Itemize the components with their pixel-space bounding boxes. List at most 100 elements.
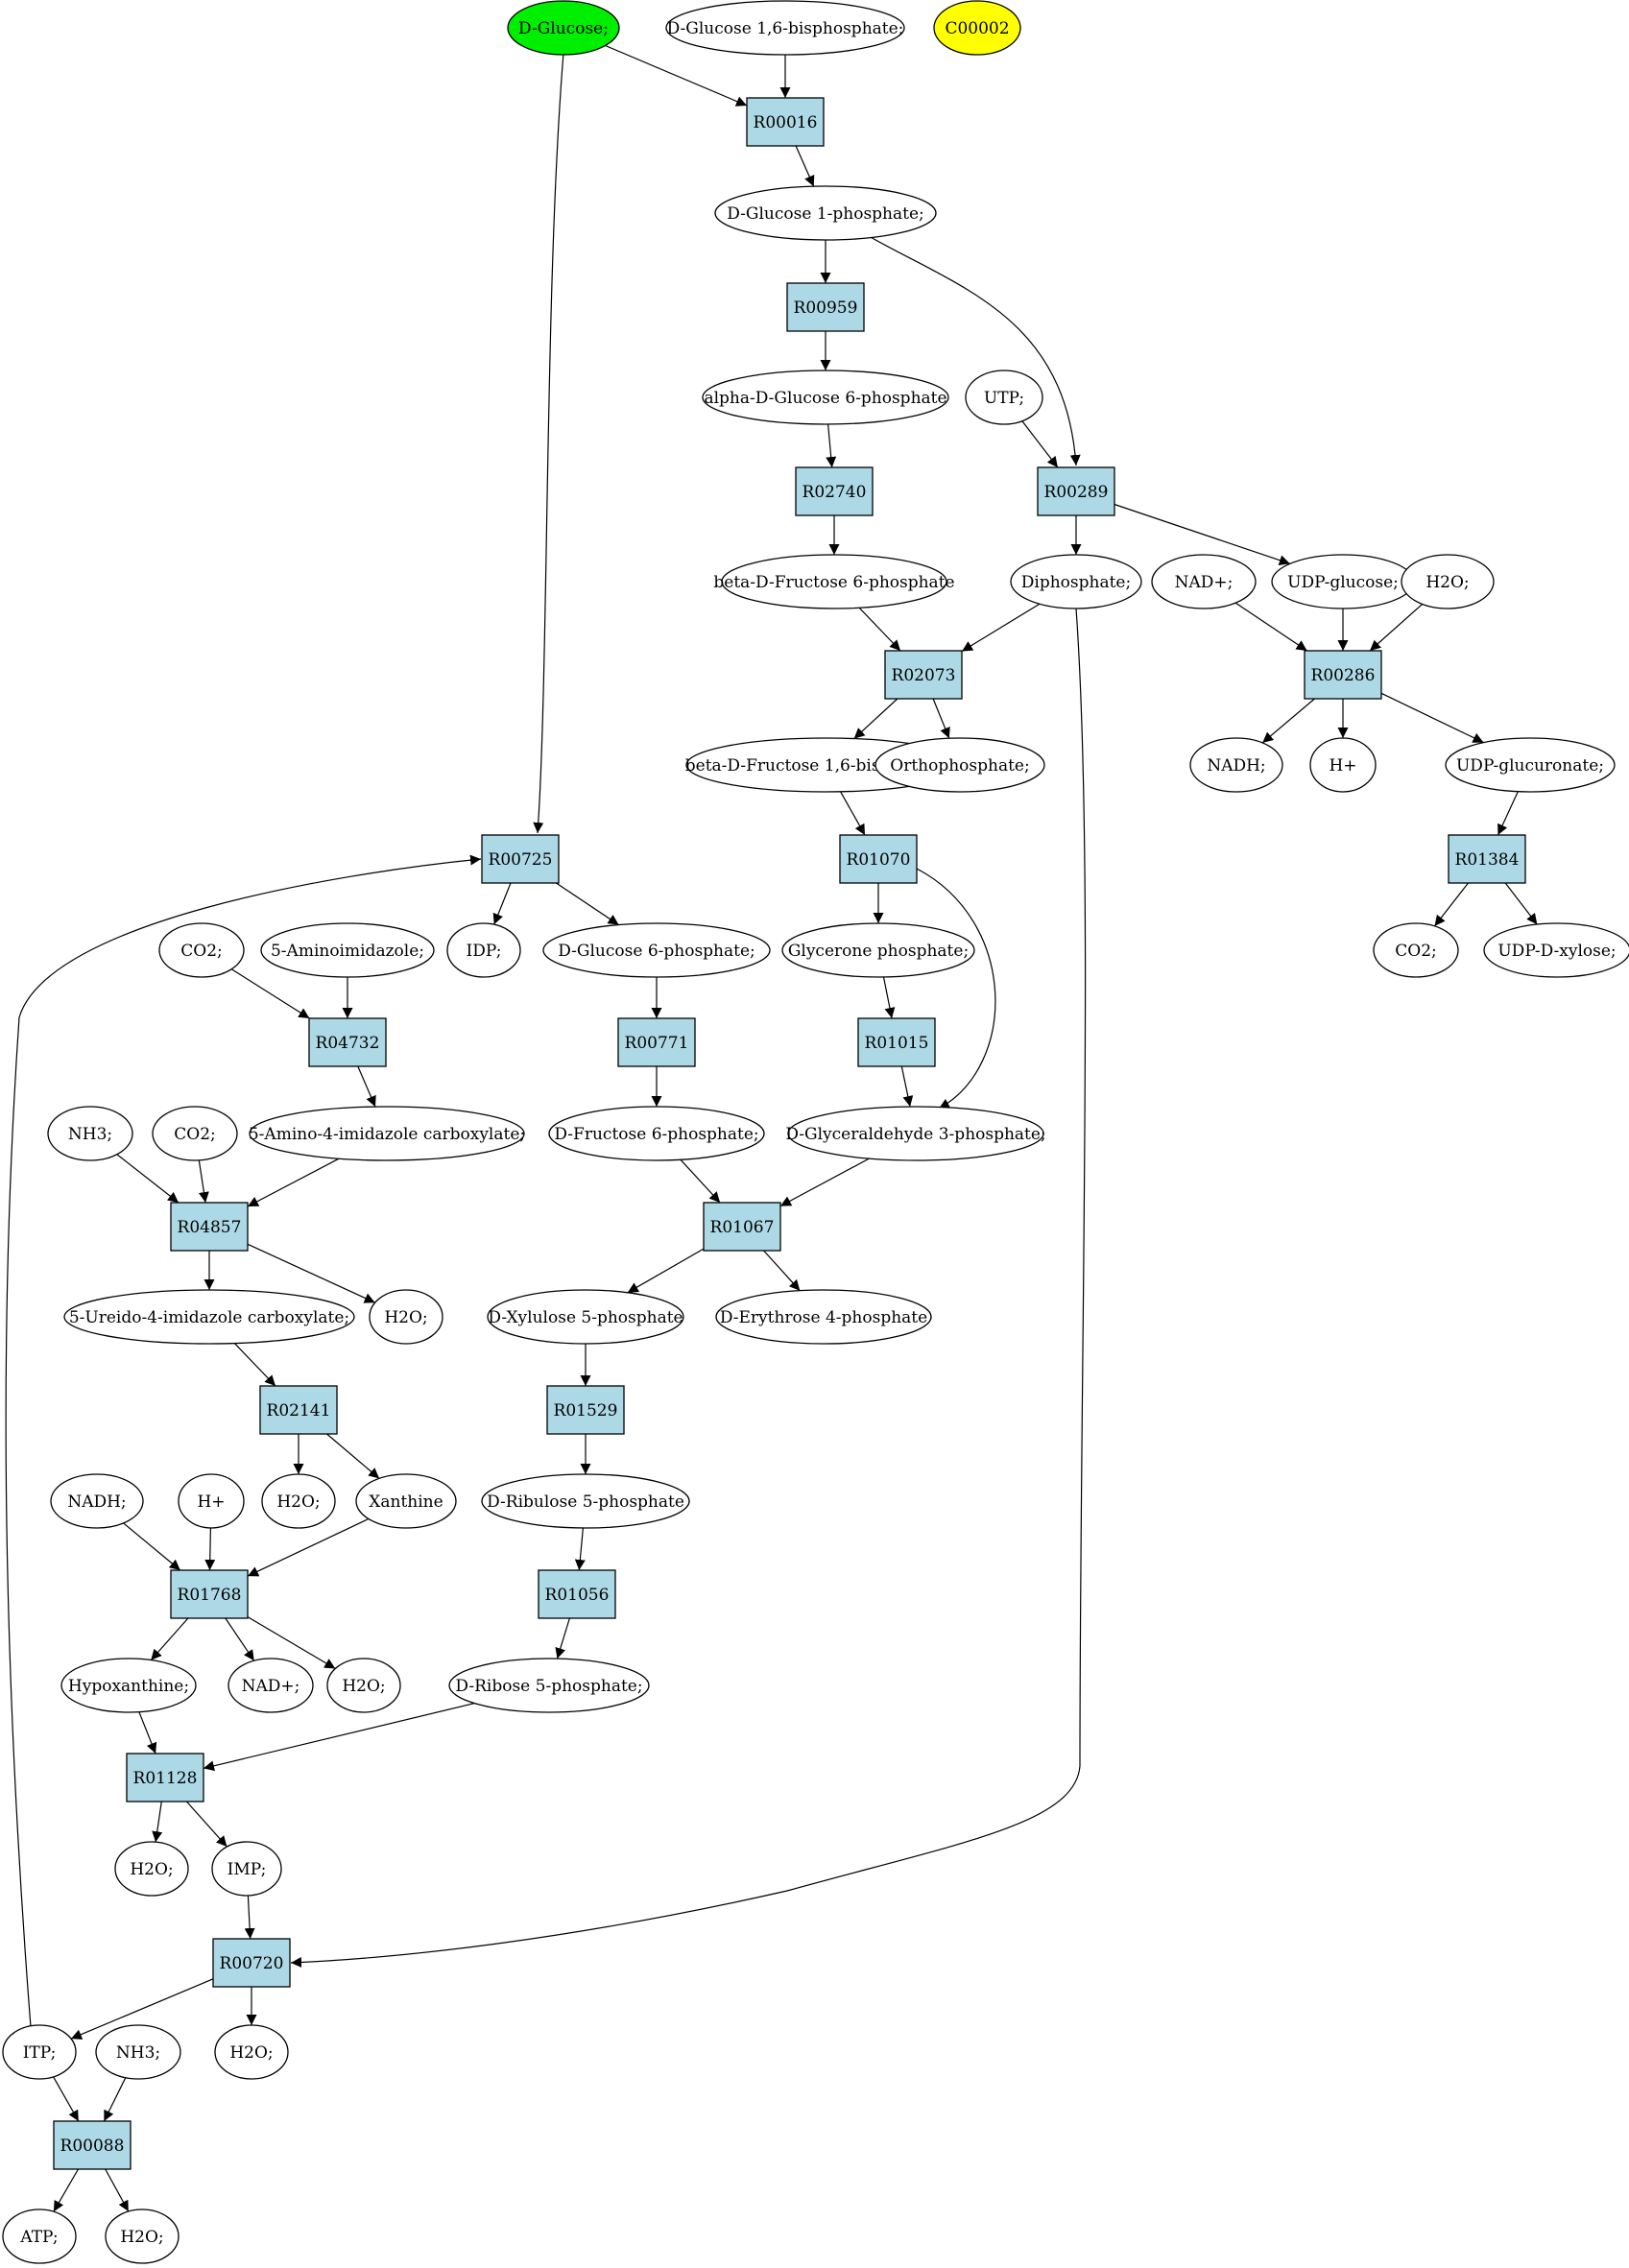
- reaction-node-r01768[interactable]: R01768: [170, 1569, 249, 1619]
- edge-layer: [5, 44, 1538, 2212]
- compound-node-itp[interactable]: ITP;: [2, 2024, 77, 2080]
- compound-node-udpgl[interactable]: UDP-glucuronate;: [1445, 737, 1616, 793]
- node-label: R00289: [1044, 483, 1109, 502]
- compound-node-uica[interactable]: 5-Ureido-4-imidazole carboxylate;: [63, 1289, 355, 1345]
- compound-ellipse: [933, 0, 1021, 56]
- edge-gap-to-r01015: [882, 976, 896, 1019]
- compound-node-g3p[interactable]: D-Glyceraldehyde 3-phosphate;: [785, 1106, 1046, 1161]
- node-label: H2O;: [1425, 573, 1469, 592]
- edge-hp2-to-r01768: [204, 1527, 216, 1571]
- reaction-node-r00720[interactable]: R00720: [212, 1938, 291, 1988]
- compound-node-h2o3[interactable]: H2O;: [261, 1473, 336, 1529]
- node-label: R01768: [178, 1586, 242, 1605]
- compound-node-r5p[interactable]: D-Ribose 5-phosphate;: [448, 1658, 650, 1713]
- compound-node-h2o7[interactable]: H2O;: [105, 2208, 180, 2264]
- compound-node-nadh2[interactable]: NADH;: [50, 1473, 144, 1529]
- compound-node-hyp[interactable]: Hypoxanthine;: [60, 1658, 197, 1713]
- compound-node-diph[interactable]: Diphosphate;: [1010, 554, 1142, 609]
- compound-node-co2b[interactable]: CO2;: [1373, 922, 1459, 978]
- edge-r01768-to-nadp2: [225, 1617, 255, 1661]
- compound-ellipse: [369, 1289, 443, 1345]
- reaction-node-r01384[interactable]: R01384: [1448, 834, 1526, 884]
- compound-node-x5p[interactable]: D-Xylulose 5-phosphate: [487, 1289, 684, 1345]
- compound-ellipse: [1151, 554, 1257, 609]
- reaction-node-r01070[interactable]: R01070: [839, 834, 918, 884]
- edge-r00088-to-h2o7: [105, 2168, 130, 2212]
- compound-node-ag6p[interactable]: alpha-D-Glucose 6-phosphate: [702, 370, 949, 425]
- compound-ellipse: [781, 922, 975, 978]
- node-label: NH3;: [68, 1125, 112, 1144]
- compound-node-co2c[interactable]: CO2;: [152, 1106, 238, 1161]
- reaction-node-r00725[interactable]: R00725: [481, 834, 560, 884]
- node-label: R00720: [220, 1954, 284, 1973]
- compound-node-orth[interactable]: Orthophosphate;: [874, 737, 1045, 793]
- compound-ellipse: [158, 922, 245, 978]
- reaction-box: [170, 1569, 249, 1619]
- reaction-node-r00088[interactable]: R00088: [53, 2120, 132, 2170]
- compound-node-dglc[interactable]: D-Glucose;: [507, 0, 620, 56]
- reaction-node-r01128[interactable]: R01128: [126, 1753, 204, 1802]
- compound-node-aica[interactable]: 5-Amino-4-imidazole carboxylate;: [249, 1106, 525, 1161]
- reaction-node-r01056[interactable]: R01056: [538, 1569, 616, 1619]
- compound-node-h2o4[interactable]: H2O;: [326, 1658, 401, 1713]
- reaction-node-r04732[interactable]: R04732: [308, 1017, 387, 1067]
- reaction-node-r00771[interactable]: R00771: [617, 1017, 696, 1067]
- reaction-box: [53, 2120, 132, 2170]
- compound-node-udpx[interactable]: UDP-D-xylose;: [1483, 922, 1629, 978]
- compound-node-nh3a[interactable]: NH3;: [47, 1106, 133, 1161]
- compound-node-g6p[interactable]: D-Glucose 6-phosphate;: [542, 922, 771, 978]
- compound-node-nadp2[interactable]: NAD+;: [228, 1658, 314, 1713]
- edge-bf6p-to-r02073: [858, 607, 901, 652]
- reaction-node-r02740[interactable]: R02740: [795, 466, 874, 516]
- node-label: UDP-glucose;: [1287, 573, 1399, 592]
- reaction-node-r02073[interactable]: R02073: [884, 650, 963, 700]
- compound-node-bf6p[interactable]: beta-D-Fructose 6-phosphate: [713, 554, 955, 609]
- reaction-node-r02141[interactable]: R02141: [259, 1385, 338, 1435]
- compound-node-nadh1[interactable]: NADH;: [1189, 737, 1283, 793]
- compound-node-e4p[interactable]: D-Erythrose 4-phosphate: [715, 1289, 932, 1345]
- reaction-node-r04857[interactable]: R04857: [170, 1202, 249, 1252]
- edge-f6p-to-r01067: [680, 1158, 721, 1204]
- compound-node-g16bp[interactable]: D-Glucose 1,6-bisphosphate;: [665, 0, 905, 56]
- compound-node-utp[interactable]: UTP;: [965, 370, 1043, 425]
- compound-node-imp[interactable]: IMP;: [211, 1841, 282, 1897]
- reaction-node-r01067[interactable]: R01067: [703, 1202, 781, 1252]
- edge-r01768-to-h2o4: [247, 1616, 336, 1670]
- node-label: R00286: [1311, 666, 1376, 685]
- edge-r00286-to-nadh1: [1261, 698, 1315, 744]
- compound-node-xan[interactable]: Xanthine: [355, 1473, 457, 1529]
- reaction-box: [839, 834, 918, 884]
- compound-node-nadp1[interactable]: NAD+;: [1151, 554, 1257, 609]
- reaction-node-r00286[interactable]: R00286: [1304, 650, 1382, 700]
- compound-node-g1p[interactable]: D-Glucose 1-phosphate;: [714, 185, 937, 241]
- node-label: R02740: [803, 483, 867, 502]
- compound-node-ru5p[interactable]: D-Ribulose 5-phosphate: [481, 1473, 690, 1529]
- compound-node-nh3b[interactable]: NH3;: [95, 2024, 181, 2080]
- compound-node-hp2[interactable]: H+: [178, 1473, 245, 1529]
- reaction-box: [795, 466, 874, 516]
- compound-ellipse: [1483, 922, 1629, 978]
- node-label: H2O;: [229, 2043, 273, 2063]
- reaction-node-r00289[interactable]: R00289: [1037, 466, 1115, 516]
- compound-node-hp1[interactable]: H+: [1309, 737, 1377, 793]
- compound-node-atp[interactable]: ATP;: [2, 2208, 77, 2264]
- compound-node-aimz[interactable]: 5-Aminoimidazole;: [260, 922, 435, 978]
- compound-node-h2o5[interactable]: H2O;: [114, 1841, 189, 1897]
- compound-node-f6p[interactable]: D-Fructose 6-phosphate;: [548, 1106, 765, 1161]
- node-label: R01529: [554, 1401, 618, 1420]
- compound-node-idp[interactable]: IDP;: [446, 922, 521, 978]
- reaction-node-r01529[interactable]: R01529: [546, 1385, 625, 1435]
- compound-node-co2a[interactable]: CO2;: [158, 922, 245, 978]
- compound-node-h2o6[interactable]: H2O;: [214, 2024, 289, 2080]
- node-label: R01067: [710, 1218, 775, 1237]
- compound-node-c00002[interactable]: C00002: [933, 0, 1021, 56]
- reaction-node-r00959[interactable]: R00959: [786, 282, 865, 332]
- compound-node-udpg[interactable]: UDP-glucose;: [1271, 554, 1415, 609]
- compound-node-gap[interactable]: Glycerone phosphate;: [781, 922, 975, 978]
- compound-node-h2o1[interactable]: H2O;: [1401, 554, 1495, 609]
- reaction-node-r00016[interactable]: R00016: [746, 97, 825, 147]
- reaction-box: [126, 1753, 204, 1802]
- compound-node-h2o2[interactable]: H2O;: [369, 1289, 443, 1345]
- reaction-node-r01015[interactable]: R01015: [857, 1017, 936, 1067]
- compound-ellipse: [787, 1106, 1044, 1161]
